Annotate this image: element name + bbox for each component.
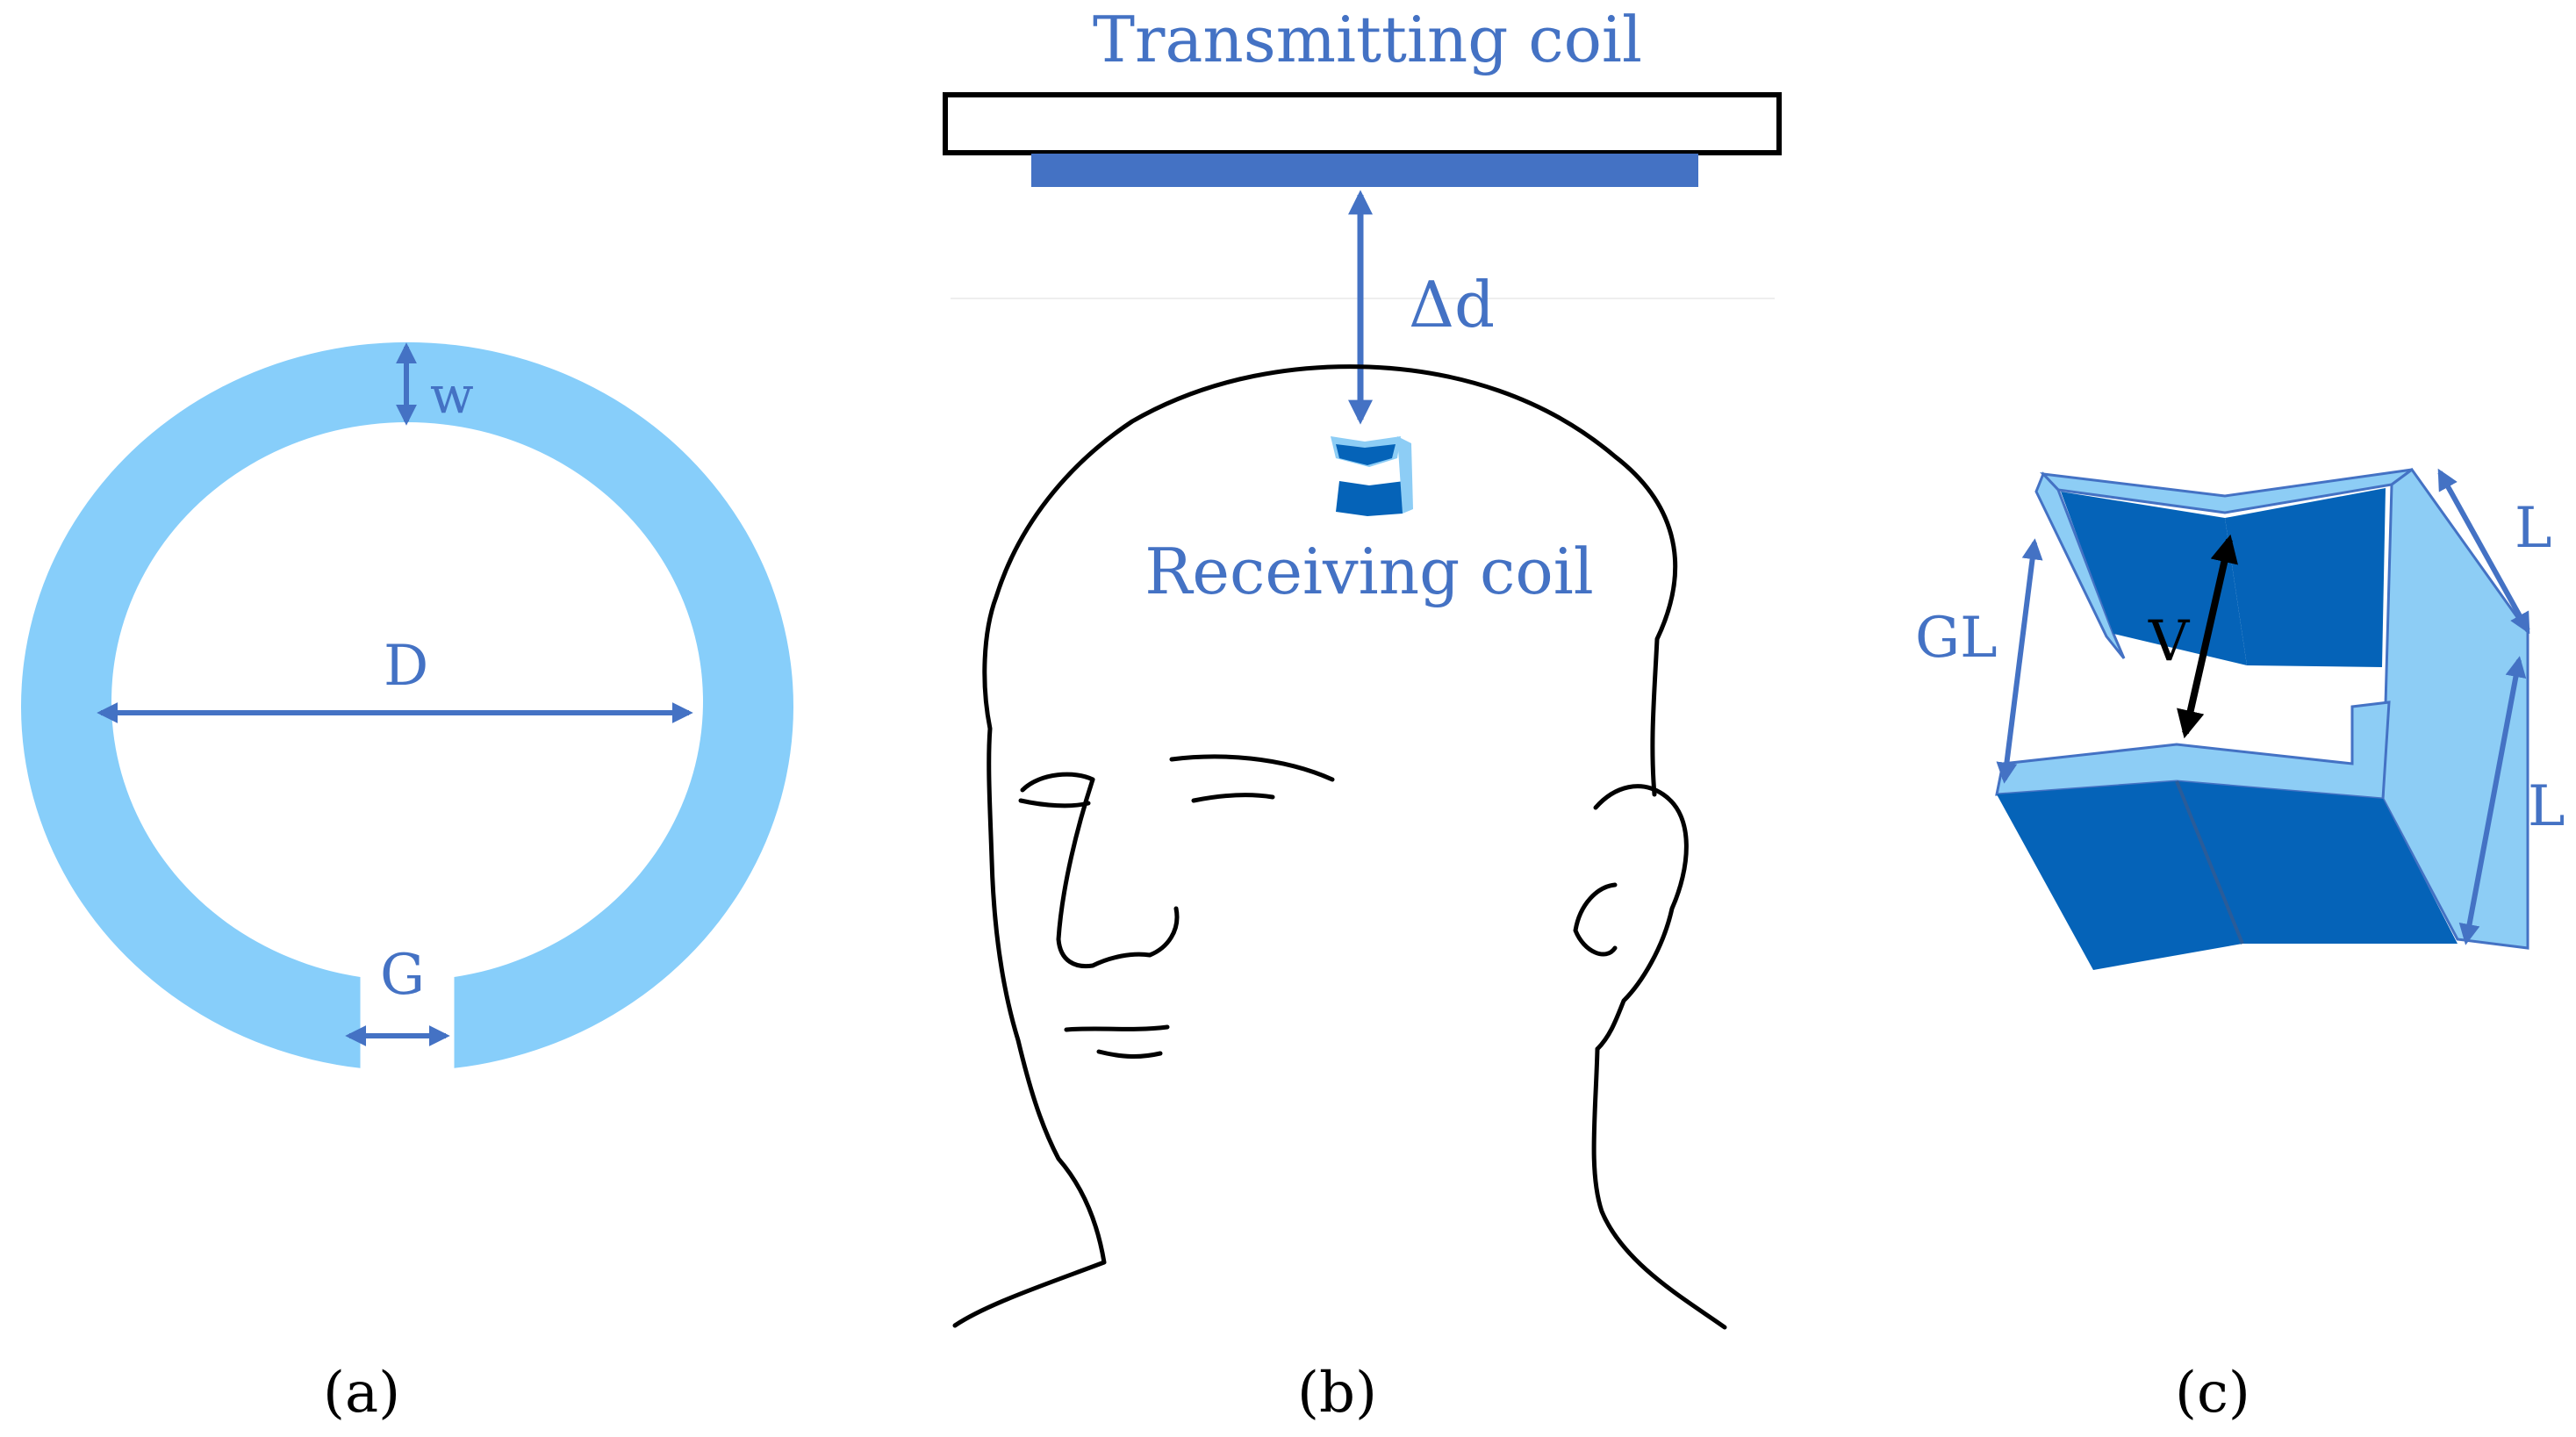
label-l-top: L: [2515, 496, 2552, 561]
label-gl: GL: [1915, 606, 1998, 671]
transmitting-coil-housing: [943, 92, 1782, 155]
neck-back: [1591, 1046, 1727, 1330]
label-transmitting-coil: Transmitting coil: [1093, 3, 1642, 76]
label-delta-d: Δd: [1409, 268, 1495, 341]
mouth: [1064, 1024, 1170, 1060]
caption-b: (b): [1297, 1361, 1377, 1426]
coil-front-right-panel: [2177, 781, 2458, 944]
receiving-coil-icon: [1331, 436, 1413, 516]
label-v: V: [2148, 609, 2191, 674]
caption-c: (c): [2175, 1361, 2250, 1426]
panel-c: L L GL V (c): [1915, 467, 2565, 1426]
vertical-arrow: [2177, 534, 2238, 739]
label-l-bottom: L: [2528, 774, 2565, 839]
ear: [1573, 784, 1689, 1052]
length-arrow-bottom: [2458, 656, 2527, 945]
panel-b: Transmitting coil Δd Receiving coil (b): [943, 3, 1782, 1426]
label-receiving-coil: Receiving coil: [1144, 535, 1594, 608]
panel-a: w D G (a): [20, 341, 794, 1426]
brow-left: [1020, 772, 1095, 793]
head-contour: [952, 364, 1678, 1328]
nose: [1056, 777, 1180, 969]
brow-right: [1169, 754, 1335, 782]
length-arrow-top: [2437, 468, 2530, 635]
coil-back-right-panel: [2225, 488, 2386, 667]
caption-a: (a): [323, 1361, 400, 1426]
eye-left: [1018, 798, 1091, 808]
eye-right: [1191, 793, 1275, 803]
label-g: G: [380, 943, 425, 1008]
transmitting-coil-plate: [1031, 154, 1698, 187]
coil-front-left-panel: [1997, 781, 2242, 970]
coil-bottom-rim: [1995, 701, 2391, 801]
head-outline: [952, 364, 1727, 1330]
label-w: w: [430, 365, 474, 425]
coil-left-rim-upper: [2034, 471, 2126, 659]
label-d: D: [384, 634, 428, 699]
gap-length-arrow: [1996, 538, 2043, 784]
coil-front-fold: [2175, 780, 2244, 945]
